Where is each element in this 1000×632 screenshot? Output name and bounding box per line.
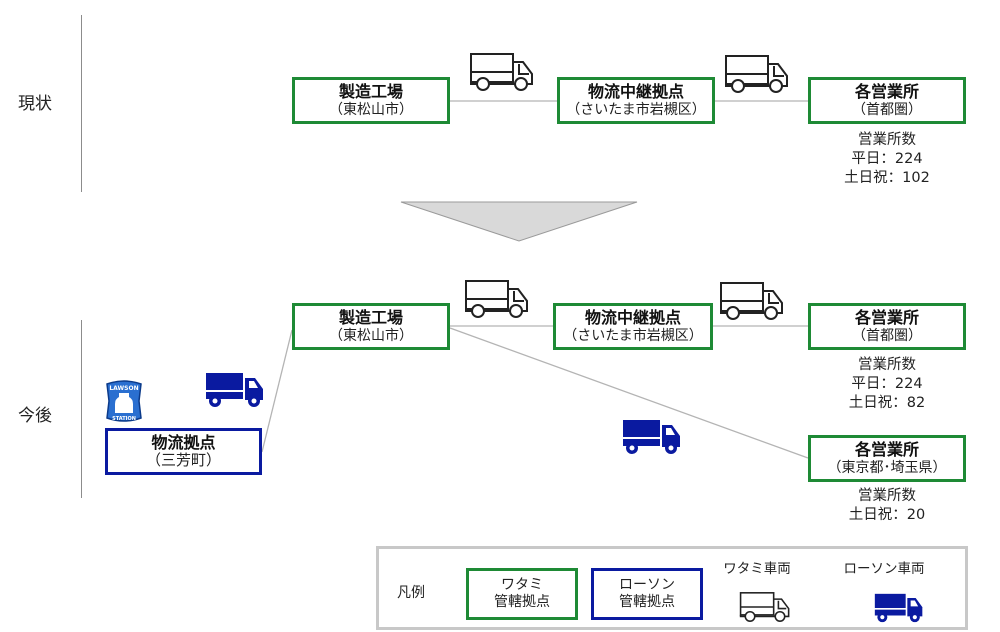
lawson-truck-icon <box>206 373 263 407</box>
future-capital-office-stats: 営業所数 平日：224 土日祝：82 <box>808 356 966 413</box>
section-label-current: 現状 <box>18 94 52 114</box>
current-relay-node: 物流中継拠点 （さいたま市岩槻区） <box>557 77 715 124</box>
current-office-stats: 営業所数 平日：224 土日祝：102 <box>808 131 966 188</box>
legend-text: 管轄拠点 <box>494 594 550 610</box>
watami-truck-icon <box>470 53 533 91</box>
node-title: 物流中継拠点 <box>584 308 681 328</box>
stats-heading: 営業所数 <box>858 357 916 373</box>
watami-truck-icon <box>465 280 528 318</box>
node-title: 物流中継拠点 <box>587 82 684 102</box>
future-offices-capital-node: 各営業所 （首都圏） <box>808 303 966 350</box>
stats-weekend: 土日祝：82 <box>848 395 926 411</box>
node-subtitle: （首都圏） <box>852 327 922 344</box>
watami-truck-icon <box>720 282 783 320</box>
watami-truck-icon <box>739 592 790 622</box>
logo-text-top: LAWSON <box>109 385 138 392</box>
stats-heading: 営業所数 <box>858 488 916 504</box>
legend-label: 凡例 <box>397 585 425 601</box>
node-subtitle: （三芳町） <box>145 451 221 470</box>
legend: 凡例 ワタミ 管轄拠点 ローソン 管轄拠点 ワタミ車両 ローソン車両 <box>376 546 968 630</box>
legend-text: 管轄拠点 <box>619 594 675 610</box>
node-subtitle: （さいたま市岩槻区） <box>563 327 703 344</box>
node-subtitle: （首都圏） <box>852 101 922 118</box>
legend-watami-vehicle-label: ワタミ車両 <box>723 561 791 577</box>
connector-lawson-hub-factory <box>261 329 293 453</box>
future-factory-node: 製造工場 （東松山市） <box>292 303 450 350</box>
future-offices-tokyo-saitama-node: 各営業所 （東京都･埼玉県） <box>808 435 966 482</box>
section-divider-current <box>81 15 82 192</box>
logo-text-bottom: STATION <box>112 416 136 422</box>
stats-weekday: 平日：224 <box>851 376 923 392</box>
current-factory-node: 製造工場 （東松山市） <box>292 77 450 124</box>
stats-weekday: 平日：224 <box>851 151 923 167</box>
future-relay-node: 物流中継拠点 （さいたま市岩槻区） <box>553 303 713 350</box>
node-title: 製造工場 <box>338 308 403 328</box>
lawson-truck-icon <box>874 593 923 623</box>
node-subtitle: （東松山市） <box>329 101 413 118</box>
stats-weekend: 土日祝：102 <box>844 170 930 186</box>
legend-watami-hub: ワタミ 管轄拠点 <box>466 568 578 620</box>
transition-arrow <box>400 201 638 242</box>
node-subtitle: （東京都･埼玉県） <box>827 459 947 476</box>
stats-heading: 営業所数 <box>858 132 916 148</box>
section-divider-future <box>81 320 82 498</box>
watami-truck-icon <box>725 55 788 93</box>
legend-text: ローソン <box>619 577 675 593</box>
lawson-truck-icon <box>623 420 680 454</box>
current-offices-node: 各営業所 （首都圏） <box>808 77 966 124</box>
lawson-hub-node: 物流拠点 （三芳町） <box>105 428 262 475</box>
legend-text: ワタミ <box>501 577 543 593</box>
node-subtitle: （東松山市） <box>329 327 413 344</box>
stats-weekend: 土日祝：20 <box>848 507 926 523</box>
node-title: 各営業所 <box>854 308 919 328</box>
node-title: 製造工場 <box>338 82 403 102</box>
node-title: 各営業所 <box>854 440 919 460</box>
legend-lawson-hub: ローソン 管轄拠点 <box>591 568 703 620</box>
future-tokyo-saitama-office-stats: 営業所数 土日祝：20 <box>808 487 966 525</box>
node-title: 物流拠点 <box>151 432 216 452</box>
connector-future-factory-tokyo-offices <box>449 327 809 459</box>
node-subtitle: （さいたま市岩槻区） <box>566 101 706 118</box>
node-title: 各営業所 <box>854 82 919 102</box>
lawson-station-logo-icon: LAWSON STATION <box>106 380 142 422</box>
legend-lawson-vehicle-label: ローソン車両 <box>843 561 925 577</box>
section-label-future: 今後 <box>18 406 52 426</box>
